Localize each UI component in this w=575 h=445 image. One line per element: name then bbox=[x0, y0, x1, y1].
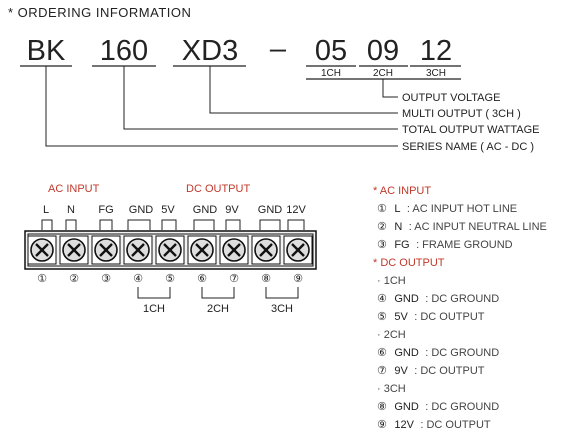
code-underlines bbox=[20, 65, 461, 80]
pin-number: ④ bbox=[133, 273, 143, 285]
code-ch2-voltage: 09 bbox=[367, 35, 399, 67]
channel-label-3ch: 3CH bbox=[271, 303, 293, 315]
terminal-dc-header: DC OUTPUT bbox=[186, 183, 250, 195]
pin-number: ⑦ bbox=[229, 273, 239, 285]
legend-ac-title: * AC INPUT bbox=[373, 185, 431, 197]
section-title: * ORDERING INFORMATION bbox=[8, 5, 191, 20]
pin-number: ① bbox=[37, 273, 47, 285]
pin-number: ⑥ bbox=[197, 273, 207, 285]
legend-item: ③ FG : FRAME GROUND bbox=[377, 235, 513, 252]
legend-group-title: · 1CH bbox=[377, 275, 406, 287]
code-ch1-voltage: 05 bbox=[315, 35, 347, 67]
terminal-pin-labels: L N FG GND 5V GND 9V GND 12V bbox=[43, 204, 307, 216]
callout-multi-output: MULTI OUTPUT ( 3CH ) bbox=[402, 108, 521, 120]
legend-group-title: · 3CH bbox=[377, 383, 406, 395]
pin-number: ② bbox=[69, 273, 79, 285]
legend-item: ⑤ 5V : DC OUTPUT bbox=[377, 307, 485, 324]
code-multi-output: XD3 bbox=[182, 35, 238, 67]
legend-item: ⑧ GND : DC GROUND bbox=[377, 397, 499, 414]
screw-cross bbox=[291, 243, 305, 257]
leader-lines bbox=[45, 66, 398, 147]
legend-group-title: · 2CH bbox=[377, 329, 406, 341]
pin-number: ⑨ bbox=[293, 273, 303, 285]
legend: * AC INPUT ① L : AC INPUT HOT LINE ② N :… bbox=[373, 185, 547, 432]
code-sub-3ch: 3CH bbox=[426, 68, 446, 79]
pin-number: ⑤ bbox=[165, 273, 175, 285]
model-code: BK 160 XD3 – 05 09 12 bbox=[27, 33, 452, 67]
screw-cross bbox=[67, 243, 81, 257]
legend-item: ④ GND : DC GROUND bbox=[377, 289, 499, 306]
pin-label: FG bbox=[98, 204, 113, 216]
legend-item: ⑨ 12V : DC OUTPUT bbox=[377, 415, 491, 432]
channel-label-1ch: 1CH bbox=[143, 303, 165, 315]
pin-label: N bbox=[67, 204, 75, 216]
pin-label: GND bbox=[258, 204, 283, 216]
code-ch3-voltage: 12 bbox=[420, 35, 452, 67]
terminal-screws bbox=[27, 235, 313, 265]
screw-cross bbox=[163, 243, 177, 257]
screw-cross bbox=[195, 243, 209, 257]
callout-output-voltage: OUTPUT VOLTAGE bbox=[402, 92, 500, 104]
pin-label: 12V bbox=[286, 204, 306, 216]
code-dash: – bbox=[270, 33, 287, 65]
terminal-pin-numbers: ① ② ③ ④ ⑤ ⑥ ⑦ ⑧ ⑨ bbox=[37, 273, 303, 285]
callout-series-name: SERIES NAME ( AC - DC ) bbox=[402, 141, 534, 153]
channel-brackets bbox=[137, 287, 299, 299]
terminal-ac-header: AC INPUT bbox=[48, 183, 100, 195]
screw-cross bbox=[227, 243, 241, 257]
legend-item: ② N : AC INPUT NEUTRAL LINE bbox=[377, 217, 547, 234]
pin-label: L bbox=[43, 204, 49, 216]
pin-label: 5V bbox=[161, 204, 175, 216]
code-wattage: 160 bbox=[100, 35, 148, 67]
screw-cross bbox=[259, 243, 273, 257]
code-series: BK bbox=[27, 35, 66, 67]
legend-item: ① L : AC INPUT HOT LINE bbox=[377, 199, 517, 216]
pin-label: 9V bbox=[225, 204, 239, 216]
legend-dc-title: * DC OUTPUT bbox=[373, 257, 445, 269]
legend-item: ⑦ 9V : DC OUTPUT bbox=[377, 361, 485, 378]
code-sub-1ch: 1CH bbox=[321, 68, 341, 79]
pin-brackets-top bbox=[41, 219, 305, 230]
callout-total-wattage: TOTAL OUTPUT WATTAGE bbox=[402, 124, 540, 136]
screw-cross bbox=[99, 243, 113, 257]
pin-number: ⑧ bbox=[261, 273, 271, 285]
pin-number: ③ bbox=[101, 273, 111, 285]
legend-item: ⑥ GND : DC GROUND bbox=[377, 343, 499, 360]
pin-label: GND bbox=[129, 204, 154, 216]
screw-cross bbox=[131, 243, 145, 257]
code-sub-2ch: 2CH bbox=[373, 68, 393, 79]
pin-label: GND bbox=[193, 204, 218, 216]
screw-cross bbox=[35, 243, 49, 257]
channel-label-2ch: 2CH bbox=[207, 303, 229, 315]
